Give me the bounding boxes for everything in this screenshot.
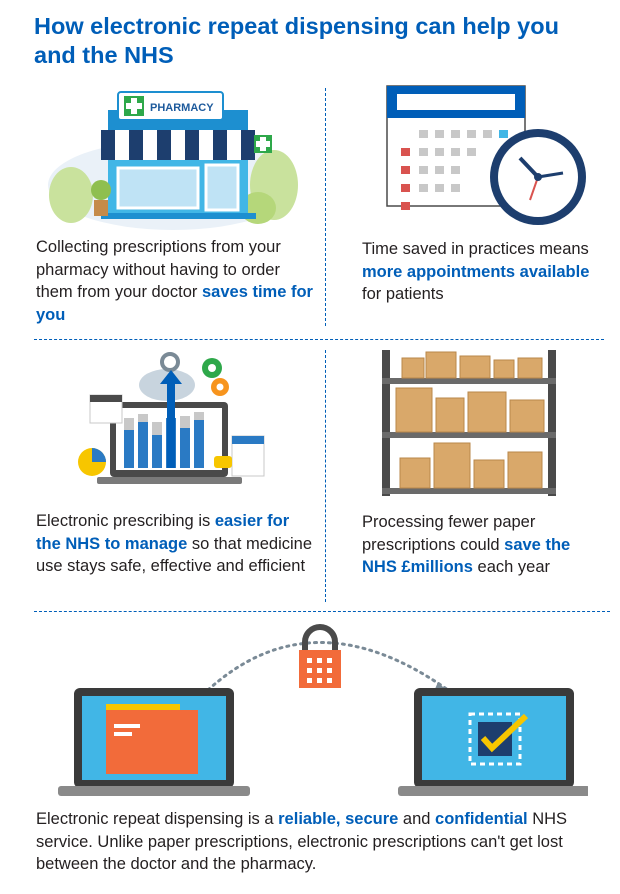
divider-horizontal-middle [34,339,604,340]
secure-transfer-illustration [58,624,588,796]
panel2-text: Time saved in practices means more appoi… [362,240,590,303]
panel3-text: Electronic prescribing is easier for the… [36,512,313,575]
paper-storage-shelves-illustration [382,350,556,496]
panel4-text: Processing fewer paper prescriptions cou… [362,513,571,576]
panel5-text: Electronic repeat dispensing is a reliab… [36,810,568,873]
calendar-clock-illustration [386,85,586,225]
divider-vertical-bottom [325,350,326,602]
panel1-text: Collecting prescriptions from your pharm… [36,238,313,324]
page-title: How electronic repeat dispensing can hel… [34,13,559,68]
pharmacy-illustration: PHARMACY [48,91,298,230]
pharmacy-sign-label: PHARMACY [150,102,214,114]
divider-horizontal-lower [34,611,610,612]
analytics-laptop-illustration [78,352,265,484]
divider-vertical-top [325,88,326,326]
